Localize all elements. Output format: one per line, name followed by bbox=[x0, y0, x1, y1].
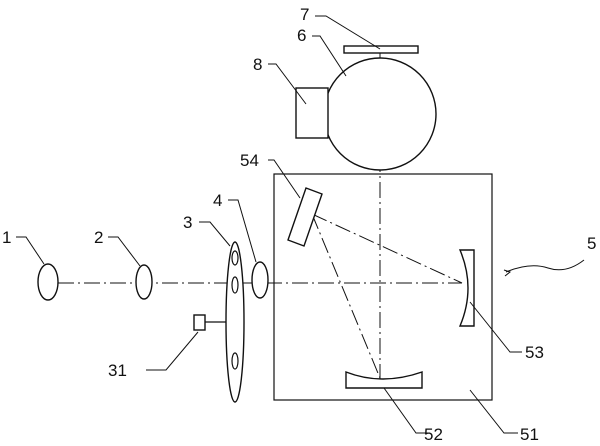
leader-52 bbox=[383, 387, 430, 434]
leader-54 bbox=[268, 159, 301, 199]
concave-mirror-53 bbox=[458, 249, 475, 327]
label-53: 53 bbox=[525, 343, 544, 362]
lens-1 bbox=[37, 263, 59, 301]
wheel-aperture-middle bbox=[231, 276, 239, 294]
filter-wheel-3 bbox=[225, 241, 245, 403]
label-8: 8 bbox=[253, 55, 262, 74]
leader-53 bbox=[469, 301, 522, 353]
leader-31 bbox=[146, 331, 199, 371]
label-51: 51 bbox=[520, 425, 539, 444]
mirror-54 bbox=[287, 187, 323, 247]
label-5: 5 bbox=[587, 234, 596, 253]
leader-3 bbox=[199, 221, 231, 247]
label-2: 2 bbox=[94, 228, 103, 247]
leader-6 bbox=[312, 35, 347, 77]
label-1: 1 bbox=[2, 228, 11, 247]
leader-1 bbox=[16, 236, 45, 265]
label-31: 31 bbox=[108, 361, 127, 380]
leader-8 bbox=[268, 63, 307, 105]
housing-51 bbox=[273, 173, 493, 401]
actuator-31 bbox=[193, 314, 206, 331]
leader-5 bbox=[505, 259, 585, 273]
beam-path-54-to-52 bbox=[311, 213, 381, 379]
leader-2 bbox=[108, 236, 141, 267]
leader-7 bbox=[315, 15, 381, 50]
label-3: 3 bbox=[183, 213, 192, 232]
wheel-aperture-bottom bbox=[231, 352, 239, 370]
label-6: 6 bbox=[297, 26, 306, 45]
component-7-plate bbox=[343, 45, 419, 54]
beam-path-54-to-53 bbox=[311, 213, 463, 284]
label-52: 52 bbox=[424, 425, 443, 444]
label-7: 7 bbox=[300, 5, 309, 24]
label-4: 4 bbox=[213, 191, 222, 210]
label-54: 54 bbox=[240, 151, 259, 170]
component-8-box bbox=[295, 87, 329, 139]
leader-5-arrow bbox=[503, 269, 512, 277]
lens-2 bbox=[135, 264, 153, 300]
concave-mirror-52 bbox=[345, 370, 423, 389]
leader-4 bbox=[228, 199, 257, 263]
leader-51 bbox=[469, 389, 518, 434]
lens-4 bbox=[251, 261, 269, 299]
wheel-aperture-top bbox=[231, 250, 239, 266]
component-6-sphere bbox=[323, 57, 437, 171]
